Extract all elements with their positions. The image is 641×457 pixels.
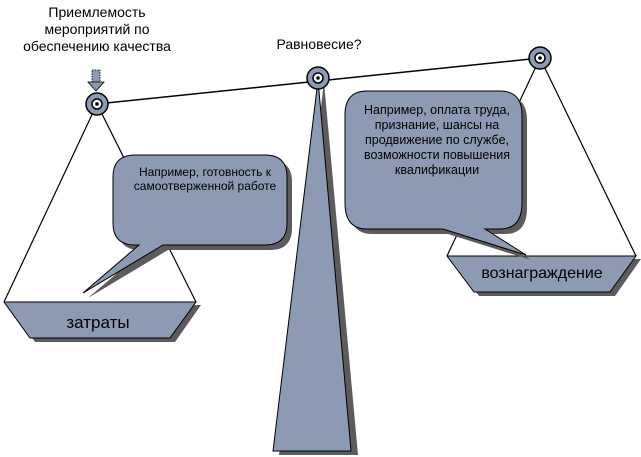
central-pillar [272,79,352,452]
right-pivot-icon [528,46,552,70]
reward-label: вознаграждение [481,265,603,282]
left-speech-bubble [82,154,288,294]
quality-measures-label: Приемлемость мероприятий по обеспечению … [23,4,171,54]
costs-label: затраты [66,313,130,332]
right-speech-bubble [344,90,527,256]
right-bubble-text: Например, оплата труда, признание, шансы… [363,103,511,177]
equilibrium-label: Равновесие? [276,36,362,52]
left-pivot-icon [85,92,109,116]
down-arrow-icon [87,69,105,92]
left-bubble-text: Например, готовность к самоотверженной р… [133,165,277,194]
right-pan-string [539,57,637,257]
center-pivot-icon [306,66,330,90]
left-pan-string [3,103,98,303]
